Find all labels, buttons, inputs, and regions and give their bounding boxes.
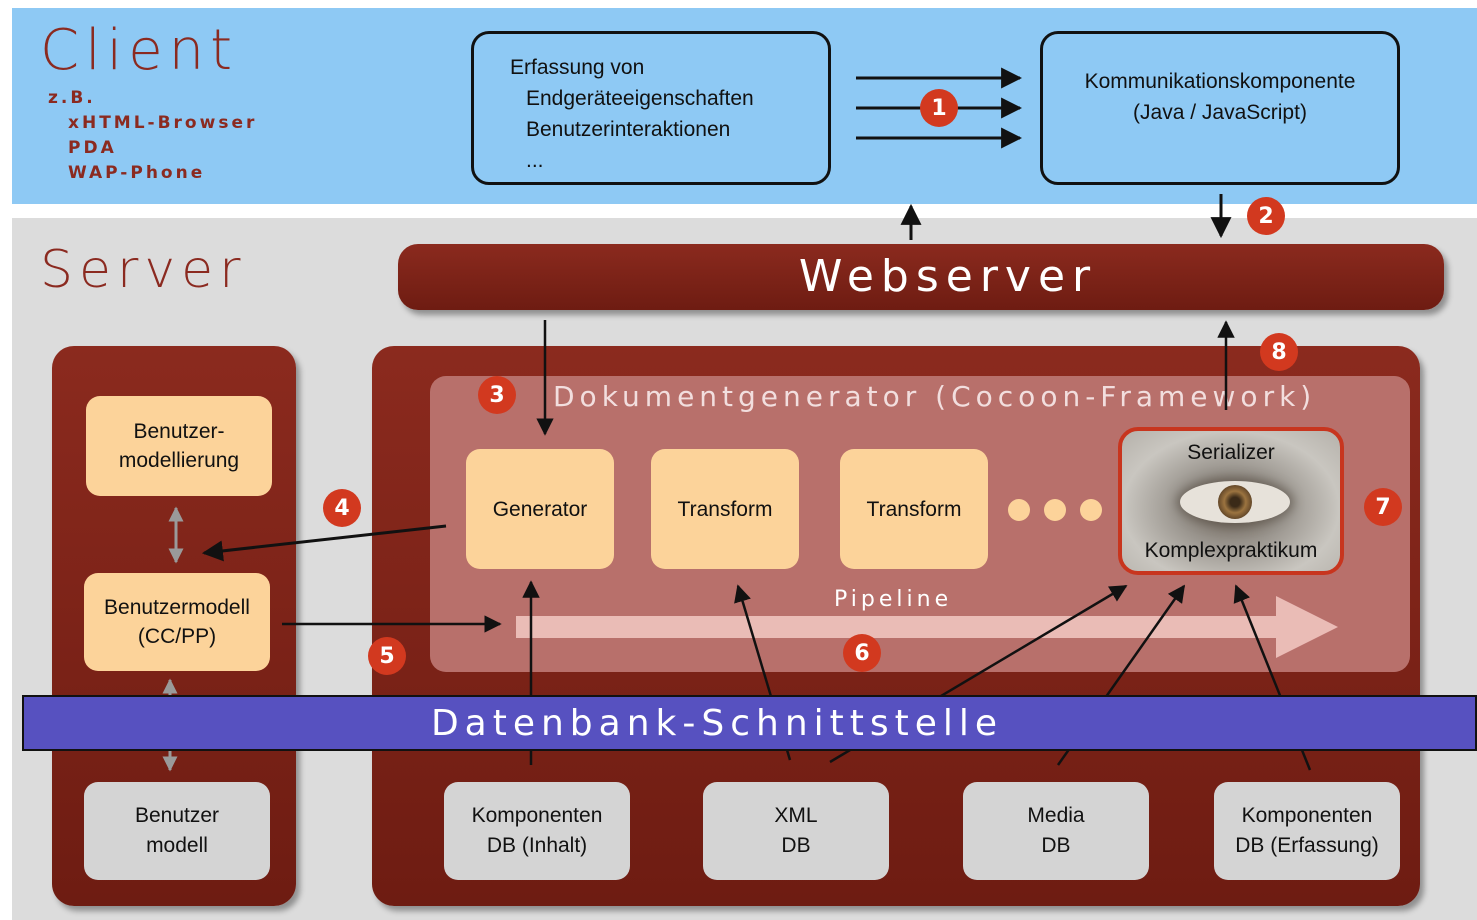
pipeline-arrow [516, 596, 1338, 658]
transform-label: Transform [866, 497, 962, 521]
db-interface-label: Datenbank-Schnittstelle [430, 703, 1004, 744]
transform-box-2: Transform [840, 449, 988, 569]
document-generator-title: Dokumentgenerator (Cocoon-Framework) [553, 380, 1317, 413]
user-model-db-box: Benutzer modell [84, 782, 270, 880]
db-box-content: Komponenten DB (Inhalt) [444, 782, 630, 880]
box-line: Benutzermodell [104, 596, 250, 619]
box-line: Media [1027, 804, 1085, 827]
serializer-sub-label: Komplexpraktikum [1144, 539, 1318, 562]
box-line: modellierung [118, 449, 240, 472]
box-line: Benutzer [134, 804, 220, 827]
eye-icon [1180, 481, 1290, 523]
server-title: Server [40, 240, 247, 300]
capture-line: Endgeräteeigenschaften [526, 87, 754, 110]
capture-box: Erfassung von Endgeräteeigenschaften Ben… [471, 31, 831, 185]
box-line: DB (Erfassung) [1235, 834, 1379, 857]
db-box-capture: Komponenten DB (Erfassung) [1214, 782, 1400, 880]
step-badge-4: 4 [323, 489, 361, 527]
box-line: DB [781, 834, 811, 857]
generator-label: Generator [492, 497, 588, 521]
webserver-bar [398, 244, 1444, 310]
ellipsis-dot [1080, 499, 1102, 521]
step-badge-7: 7 [1364, 488, 1402, 526]
capture-line: Benutzerinteraktionen [526, 118, 731, 141]
box-line: Komponenten [1241, 804, 1373, 827]
examples-intro: z.B. [48, 88, 96, 108]
box-line: XML [774, 804, 818, 827]
box-line: (CC/PP) [137, 625, 217, 648]
box-line: DB [1041, 834, 1071, 857]
step-badge-8: 8 [1260, 333, 1298, 371]
comm-line: Kommunikationskomponente [1084, 70, 1356, 93]
ellipsis-dot [1044, 499, 1066, 521]
generator-box: Generator [466, 449, 614, 569]
box-line: DB (Inhalt) [486, 834, 588, 857]
step-badge-3: 3 [478, 376, 516, 414]
step-badge-6: 6 [843, 634, 881, 672]
db-interface-bar [22, 695, 1477, 751]
step-badge-2: 2 [1247, 197, 1285, 235]
iris-icon [1218, 485, 1252, 519]
pipeline-label: Pipeline [834, 587, 953, 612]
ellipsis-dot [1008, 499, 1030, 521]
communication-component-box: Kommunikationskomponente (Java / JavaScr… [1040, 31, 1400, 185]
transform-box-1: Transform [651, 449, 799, 569]
box-line: Komponenten [471, 804, 603, 827]
user-modeling-box: Benutzer-modellierung [86, 396, 272, 496]
example-item: PDA [68, 138, 117, 158]
webserver-label: Webserver [798, 251, 1098, 302]
box-line: modell [146, 834, 208, 857]
db-box-xml: XML DB [703, 782, 889, 880]
generator-to-usermodel-arrow [201, 524, 447, 562]
example-item: xHTML-Browser [68, 113, 258, 133]
transform-label: Transform [677, 497, 773, 521]
serializer-box: Serializer Komplexpraktikum [1118, 427, 1344, 575]
client-title: Client [40, 18, 239, 83]
box-line: Benutzer- [133, 420, 225, 443]
step-badge-5: 5 [368, 637, 406, 675]
user-model-ccpp-box: Benutzermodell (CC/PP) [84, 573, 270, 671]
comm-line: (Java / JavaScript) [1133, 101, 1307, 124]
capture-line: ... [526, 149, 544, 172]
step-badge-1: 1 [920, 89, 958, 127]
example-item: WAP-Phone [68, 163, 206, 183]
serializer-label: Serializer [1187, 441, 1275, 464]
capture-line: Erfassung von [510, 56, 645, 79]
client-examples: z.B. xHTML-Browser PDA WAP-Phone [48, 86, 257, 186]
